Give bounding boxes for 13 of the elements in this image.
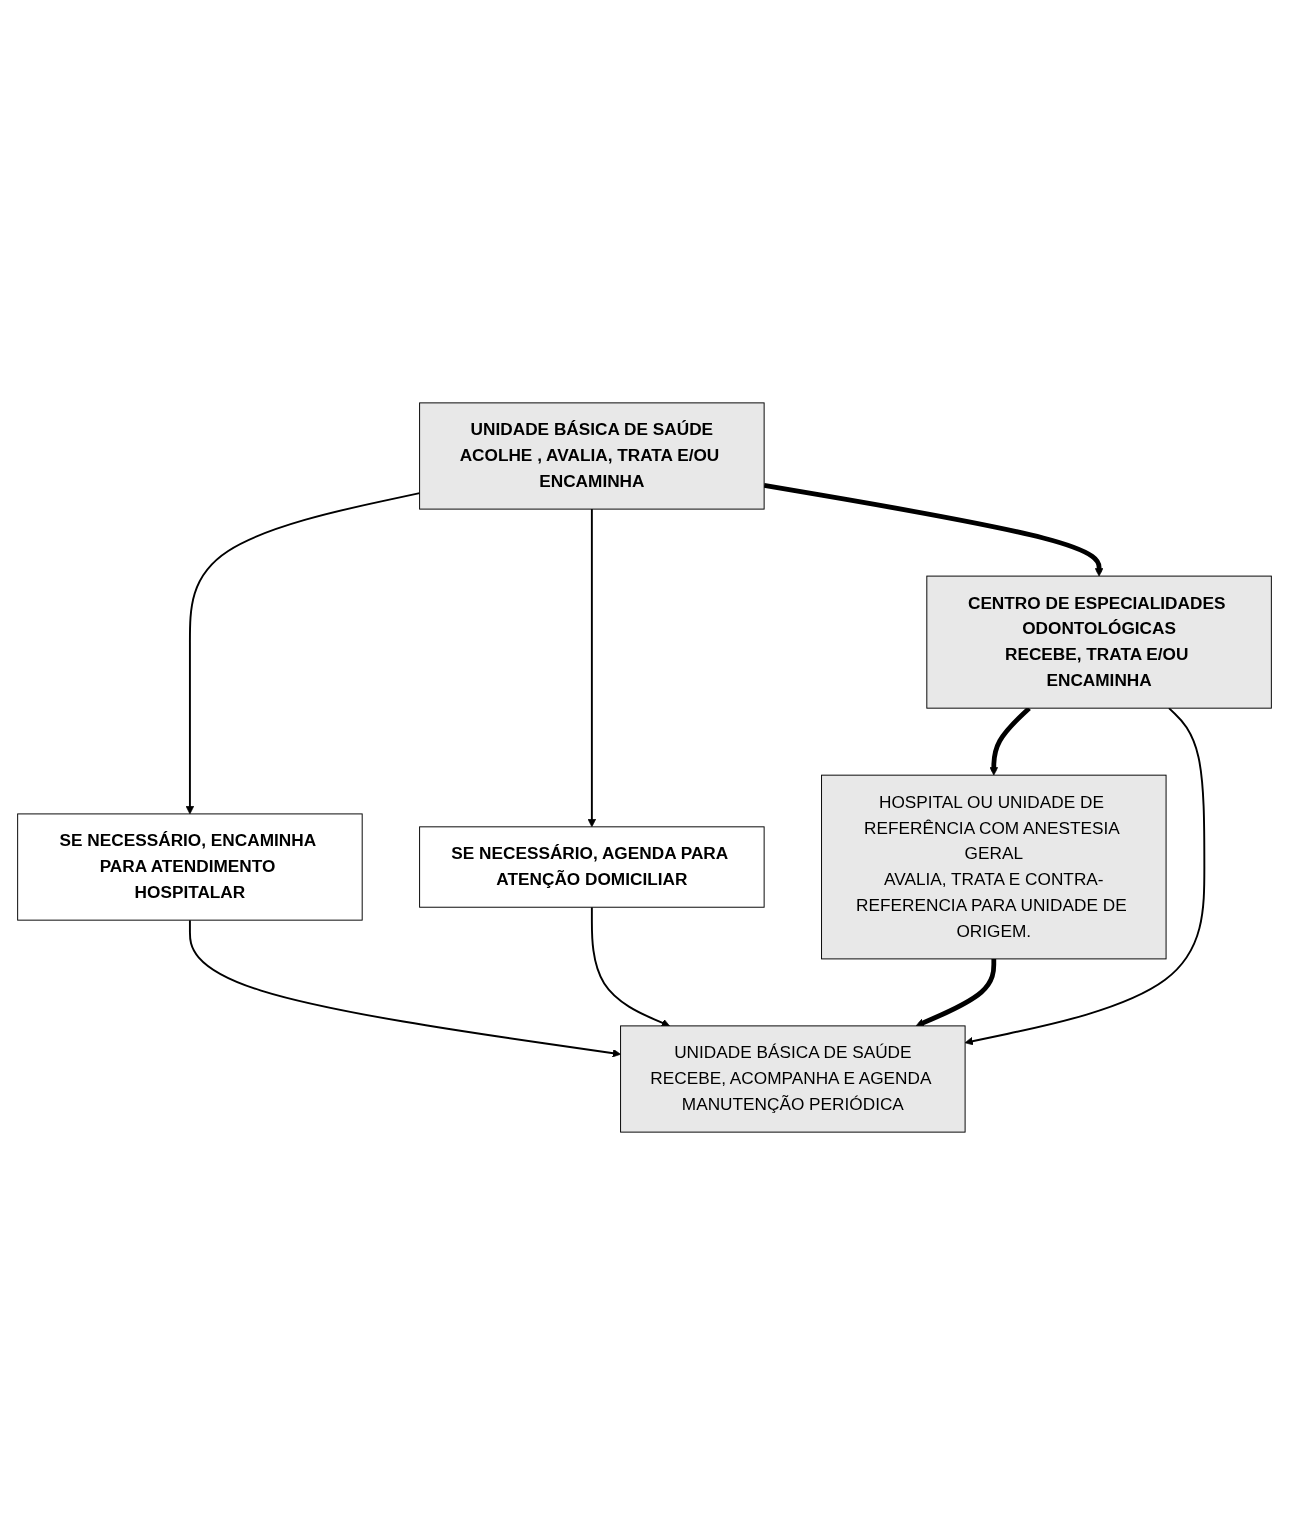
arrow <box>188 919 621 1058</box>
node-box: HOSPITAL OU UNIDADE DE REFERÊNCIA COM ANESTESIA GERAL AVALIA, TRATA E CONTRA-REFERENCIA PARA UNIDADE DE ORIGEM. <box>821 774 1167 960</box>
node-box: UNIDADE BÁSICA DE SAÚDE RECEBE, ACOMPANHA E AGENDA MANUTENÇÃO PERIÓDICA <box>620 1025 966 1133</box>
node-box: SE NECESSÁRIO, AGENDA PARA ATENÇÃO DOMICILIAR <box>419 826 765 908</box>
arrow <box>587 508 597 828</box>
node-box: SE NECESSÁRIO, ENCAMINHA PARA ATENDIMENTO HOSPITALAR <box>17 813 363 921</box>
arrow <box>590 906 670 1027</box>
arrow <box>185 492 421 815</box>
arrow <box>763 483 1104 577</box>
node-box: CENTRO DE ESPECIALIDADES ODONTOLÓGICAS RECEBE, TRATA E/OU ENCAMINHA <box>926 575 1272 709</box>
node-box: UNIDADE BÁSICA DE SAÚDE ACOLHE , AVALIA, TRATA E/OU ENCAMINHA <box>419 402 765 510</box>
arrow <box>964 707 1206 1046</box>
arrow <box>915 958 997 1027</box>
